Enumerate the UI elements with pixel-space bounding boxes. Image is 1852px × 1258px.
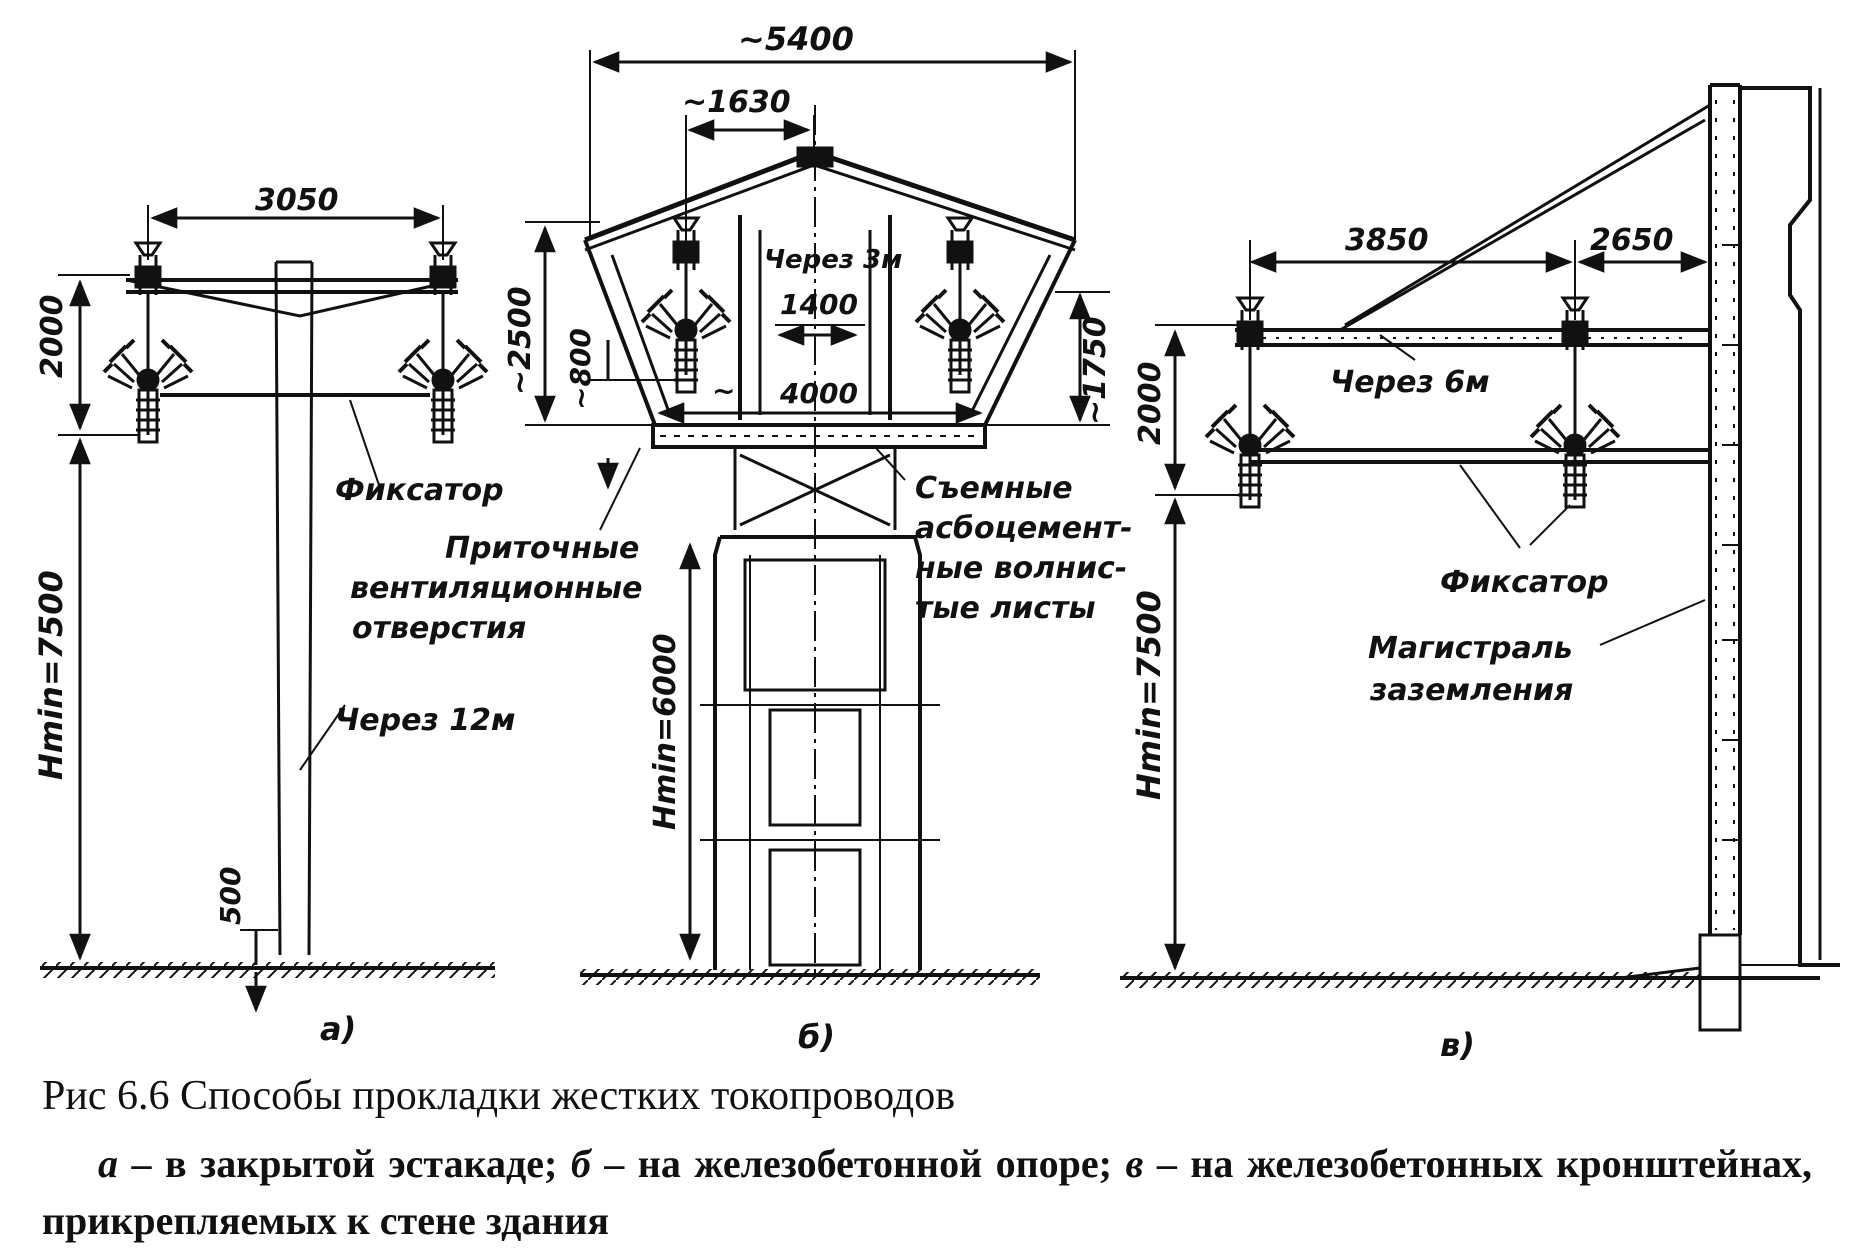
dim-height-a: Hmin=7500	[32, 570, 70, 780]
dim-right-c: 2650	[1590, 223, 1674, 258]
dim-total-width-b: ~5400	[738, 20, 854, 58]
label-fixator-a: Фиксатор	[335, 473, 504, 508]
caption-text-c: – на железобетонных кронштейнах, прикреп…	[42, 1141, 1812, 1243]
label-sheets-line4: тые листы	[915, 591, 1096, 626]
panel-b	[525, 50, 1110, 985]
label-ground-line2: заземления	[1369, 673, 1573, 708]
panel-a-labels: 3050 2000 Hmin=7500 500 Фиксатор Через 1…	[32, 183, 516, 1048]
panel-c	[1120, 83, 1840, 1032]
panel-c-labels: 3850 2650 2000 Hmin=7500 Через 6м Фиксат…	[1130, 223, 1674, 1064]
label-vents-line2: вентиляционные	[350, 571, 643, 606]
caption-text-a: – в закрытой эстакаде;	[118, 1141, 571, 1186]
bracket-lower-c	[1250, 448, 1710, 464]
caption-key-b: б	[570, 1141, 591, 1186]
note-spacing-a: Через 12м	[335, 703, 516, 738]
caption-key-a: а	[98, 1141, 118, 1186]
dim-span-a: 3050	[255, 183, 339, 218]
dim-height-c: Hmin=7500	[1130, 590, 1168, 800]
dim-half-width-b: ~1630	[682, 85, 791, 120]
panel-a	[40, 205, 495, 1010]
label-sheets-line2: асбоцемент-	[915, 511, 1133, 546]
caption-key-c: в	[1125, 1141, 1144, 1186]
column-b	[713, 535, 922, 970]
dim-inner-height-b: ~1750	[1078, 316, 1113, 425]
panel-label-a: а)	[320, 1010, 356, 1048]
label-ground-line1: Магистраль	[1368, 631, 1573, 666]
pole-a	[274, 260, 314, 956]
dim-upper-c: 2000	[1133, 362, 1168, 446]
dim-vent-height-b: ~800	[564, 328, 597, 410]
figure-caption-title: Рис 6.6 Способы прокладки жестких токопр…	[42, 1073, 956, 1119]
dim-upper-a: 2000	[35, 295, 70, 379]
label-vents-line1: Приточные	[445, 531, 639, 566]
panel-b-labels: ~5400 ~1630 ~2500 ~1750 ~800 Через 3м 14…	[350, 20, 1133, 1056]
bracket-upper-c	[1235, 328, 1710, 347]
dim-footing-a: 500	[214, 867, 247, 925]
dim-base-width-b: 4000	[779, 377, 858, 410]
wall-footing-c	[1698, 933, 1742, 1032]
label-sheets-line1: Съемные	[915, 471, 1073, 506]
label-sheets-line3: ные волнис-	[915, 551, 1127, 586]
note-spacing-b: Через 3м	[764, 245, 902, 275]
dim-height-b: Hmin=6000	[648, 633, 683, 830]
note-spacing-c: Через 6м	[1330, 365, 1490, 400]
figure-caption-body: а – в закрытой эстакаде; б – на железобе…	[42, 1135, 1812, 1249]
dim-base-tilde-b: ~	[712, 374, 735, 407]
label-vents-line3: отверстия	[352, 611, 526, 646]
slab-b	[651, 423, 987, 449]
wall-column-c	[1708, 85, 1742, 935]
panel-label-c: в)	[1440, 1026, 1475, 1064]
dim-left-c: 3850	[1345, 223, 1429, 258]
caption-text-b: – на железобетонной опоре;	[590, 1141, 1126, 1186]
dim-inner-width-b: 1400	[780, 288, 858, 321]
label-fixator-c: Фиксатор	[1440, 565, 1609, 600]
panel-label-b: б)	[798, 1018, 835, 1056]
dim-roof-height-b: ~2500	[503, 286, 538, 395]
